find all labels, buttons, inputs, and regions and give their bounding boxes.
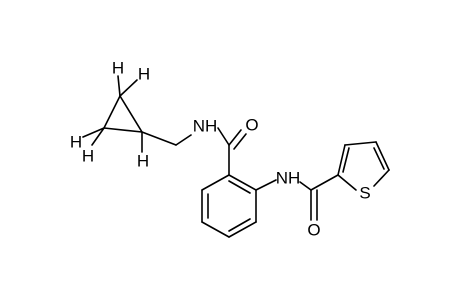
bond-thiophene-2 [344,141,377,146]
atom-h-left-lower: H [82,147,94,166]
bond-thiophene-3 [375,141,390,171]
bond-h-top-left [117,75,121,97]
bond-nh-carbonyl [217,127,230,146]
bond-thiophene-4 [373,169,390,187]
bond-benzene-6 [228,174,257,191]
bond-h-left-lower [91,127,105,146]
atom-labels-group: H H H H H NH O NH O S [70,59,371,240]
bond-benzene-4 [228,221,257,238]
atom-o-amide: O [245,116,258,135]
bond-ch2-nh [175,134,192,146]
bond-thiophene-5 [337,174,357,191]
atom-o-thiophene-amide: O [307,221,320,240]
bond-cyclopropane-top-right [119,95,143,133]
bond-carbonyl-o-2 [233,133,247,150]
atom-s-thiophene: S [359,184,370,203]
bond-thiophene-inner-2 [373,147,385,170]
bond-carbonyl2-thiophene [310,174,339,191]
atom-h-ring-ch: H [137,152,149,171]
bond-cyclopropane-top-left [103,95,121,129]
atom-h-left-upper: H [70,133,82,152]
bond-benzene-inner-3 [228,180,251,194]
bond-nh-carbonyl-2 [299,181,312,191]
bond-thiophene-inner-1 [342,147,350,173]
bond-thiophene-1 [337,144,346,176]
bond-benzene-1 [201,174,230,191]
bond-ring-ch2 [141,131,177,146]
bonds-group [82,75,390,238]
bond-benzene-inner-2 [228,218,251,232]
bond-h-left-upper [82,127,105,138]
atom-h-top-left: H [112,59,124,78]
bond-carbonyl-o-1 [228,129,242,146]
bond-benzene-3 [201,221,230,238]
atom-h-top-right: H [138,65,150,84]
atom-nh-aniline: NH [276,169,301,188]
bond-cyclopropane-bottom [103,127,143,133]
bond-benzene-nh [255,179,277,191]
atom-nh-amide: NH [193,117,218,136]
bond-h-top-right [119,79,138,97]
